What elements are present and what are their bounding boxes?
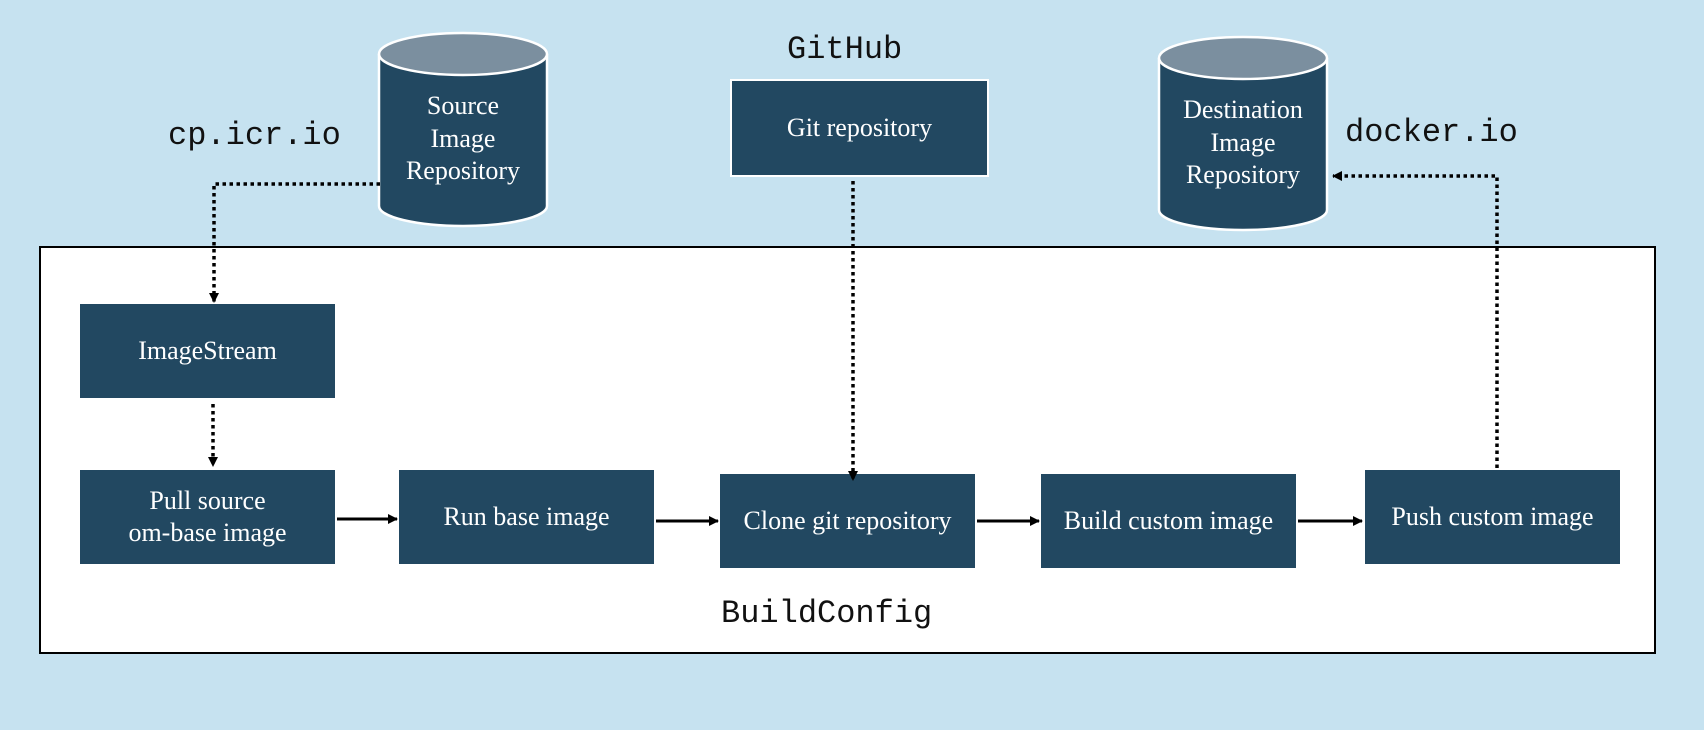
git-host-label: GitHub	[787, 31, 903, 68]
imagestream-node: ImageStream	[80, 304, 335, 398]
clone-git-repository-node: Clone git repository	[720, 474, 975, 568]
push-custom-image-node: Push custom image	[1365, 470, 1620, 564]
run-base-image-node: Run base image	[399, 470, 654, 564]
build-custom-image-node: Build custom image	[1041, 474, 1296, 568]
database-cylinder-icon	[377, 31, 549, 228]
database-cylinder-icon	[1157, 35, 1329, 232]
git-repository: Git repository	[730, 79, 989, 177]
source-image-repository-label: Source Image Repository	[405, 91, 521, 186]
pull-source-node: Pull source om-base image	[80, 470, 335, 564]
destination-registry-label: docker.io	[1345, 114, 1518, 151]
source-image-repository: Source Image Repository	[377, 30, 549, 228]
destination-image-repository-label: Destination Image Repository	[1183, 95, 1303, 190]
buildconfig-label: BuildConfig	[721, 595, 933, 632]
destination-image-repository: Destination Image Repository	[1157, 34, 1329, 232]
source-registry-label: cp.icr.io	[168, 117, 341, 154]
